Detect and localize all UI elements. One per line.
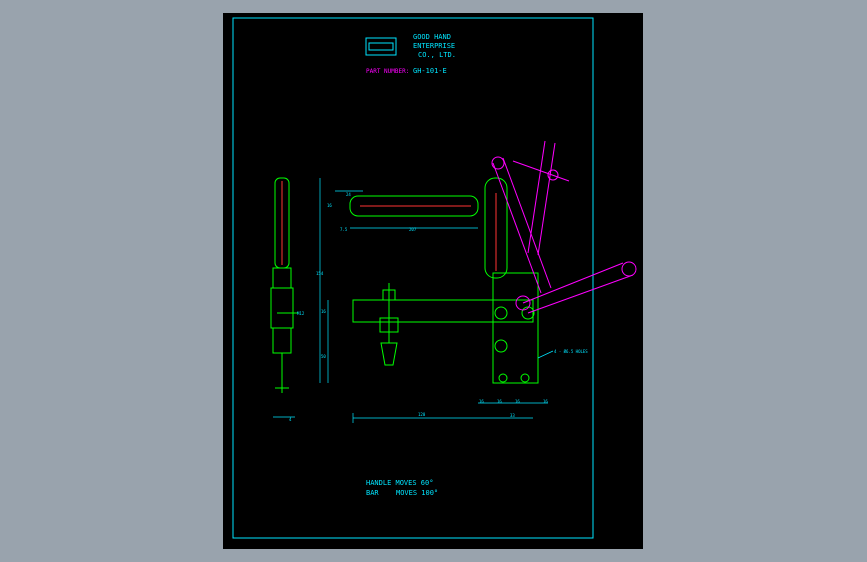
company-name-1: GOOD HAND <box>413 33 451 41</box>
handle-top-view <box>349 195 479 217</box>
part-number: GH-101-E <box>413 67 447 75</box>
dim-b1-right: 16 <box>543 399 548 404</box>
dim-b1: 16 <box>479 399 484 404</box>
dim-b4: 33 <box>510 413 515 418</box>
dim-handle-tip: 7.5 <box>340 227 348 232</box>
holes-callout: 4 - Ø6.5 HOLES <box>554 349 588 354</box>
dim-b2: 16 <box>497 399 502 404</box>
dim-handle-length: 207 <box>409 227 417 232</box>
dim-h1: 50 <box>321 354 326 359</box>
clamp-front-view <box>352 177 539 384</box>
dim-handle-dia: 24 <box>346 192 351 197</box>
dim-overall-height: 154 <box>316 271 324 276</box>
moved-position <box>491 140 637 314</box>
dim-b5: 4 <box>289 417 292 422</box>
note-handle: HANDLE MOVES 60° <box>366 479 433 487</box>
dim-m12: M12 <box>297 311 305 316</box>
side-view <box>270 177 298 393</box>
dim-handle-w: 16 <box>327 203 332 208</box>
dim-h2: 16 <box>321 309 326 314</box>
note-bar-label: BAR <box>366 489 379 497</box>
dim-b3: 16 <box>515 399 520 404</box>
note-bar-value: MOVES 100° <box>396 489 438 497</box>
cad-drawing: GOOD HAND ENTERPRISE CO., LTD. PART NUMB… <box>232 17 637 539</box>
part-number-label: PART NUMBER: <box>366 68 409 75</box>
company-name-2: ENTERPRISE <box>413 42 455 50</box>
company-logo <box>365 37 397 56</box>
title-block: GOOD HAND ENTERPRISE CO., LTD. PART NUMB… <box>365 33 456 75</box>
sheet-border <box>232 17 594 539</box>
drawing-sheet: GOOD HAND ENTERPRISE CO., LTD. PART NUMB… <box>223 13 643 549</box>
dim-width: 120 <box>418 412 426 417</box>
company-name-3: CO., LTD. <box>418 51 456 59</box>
